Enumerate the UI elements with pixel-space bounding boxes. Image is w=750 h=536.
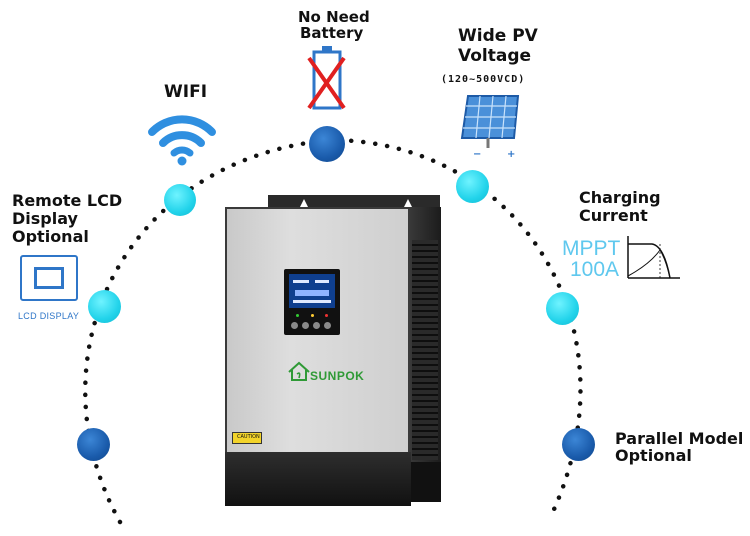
wifi-label: WIFI bbox=[164, 82, 208, 102]
wifi-icon bbox=[148, 115, 216, 166]
node-charging bbox=[546, 292, 579, 325]
node-remote-lcd bbox=[88, 290, 121, 323]
node-wifi bbox=[164, 184, 196, 216]
mppt-text: MPPT bbox=[562, 237, 621, 260]
remote-lcd-line1: Remote LCD bbox=[12, 191, 123, 210]
crossed-battery-icon bbox=[307, 46, 346, 110]
lcd-display-icon bbox=[20, 255, 78, 301]
inverter-vent bbox=[412, 240, 438, 460]
charging-line1: Charging bbox=[579, 188, 661, 207]
mount-holes bbox=[300, 199, 412, 207]
mppt-curve-icon bbox=[627, 236, 680, 279]
pv-line2: Voltage bbox=[458, 46, 532, 66]
pv-plus: + bbox=[507, 149, 516, 160]
mppt-amps: 100A bbox=[570, 258, 620, 281]
charging-line2: Current bbox=[579, 206, 648, 225]
panel-button-1[interactable] bbox=[291, 322, 298, 329]
node-pv bbox=[456, 170, 489, 203]
panel-button-4[interactable] bbox=[324, 322, 331, 329]
node-parallel-left bbox=[77, 428, 110, 461]
panel-button-2[interactable] bbox=[302, 322, 309, 329]
inverter-bottom bbox=[225, 452, 411, 506]
lcd-screen bbox=[289, 274, 335, 308]
no-battery-line2: Battery bbox=[300, 24, 364, 42]
remote-lcd-line3: Optional bbox=[12, 227, 89, 246]
pv-range: (120~500VCD) bbox=[441, 74, 526, 85]
parallel-line1: Parallel Model bbox=[615, 429, 744, 448]
caution-label: CAUTION bbox=[232, 432, 262, 444]
inverter-bottom-side bbox=[411, 462, 441, 502]
brand-logo: SUNPOK bbox=[310, 369, 365, 383]
remote-lcd-line2: Display bbox=[12, 209, 78, 228]
parallel-line2: Optional bbox=[615, 446, 692, 465]
node-no-battery bbox=[309, 126, 345, 162]
pv-minus: − bbox=[473, 149, 482, 160]
inverter-top bbox=[268, 195, 440, 209]
panel-button-3[interactable] bbox=[313, 322, 320, 329]
lcd-caption: LCD DISPLAY bbox=[18, 311, 80, 321]
pv-line1: Wide PV bbox=[458, 26, 538, 46]
solar-panel-icon bbox=[460, 95, 520, 148]
no-battery-line1: No Need bbox=[298, 8, 370, 26]
node-parallel bbox=[562, 428, 595, 461]
house-logo-icon bbox=[288, 361, 310, 381]
